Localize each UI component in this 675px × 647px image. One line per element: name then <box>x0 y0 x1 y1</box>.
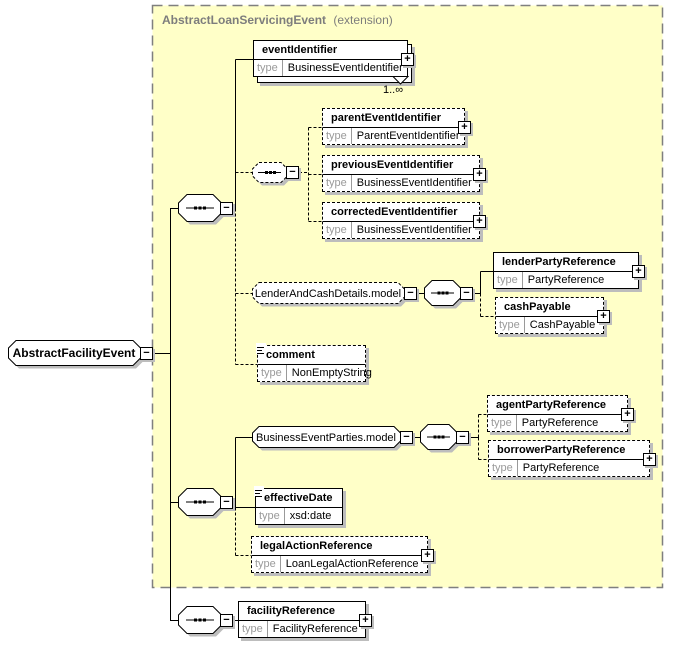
element-name: facilityReference <box>247 605 336 617</box>
type-label: type <box>254 60 283 76</box>
element-name: cashPayable <box>504 301 571 313</box>
type-label: type <box>496 317 525 333</box>
element-name: parentEventIdentifier <box>331 112 442 124</box>
model-group-label: LenderAndCashDetails.model <box>255 288 401 300</box>
root-node-abstract-facility-event[interactable]: AbstractFacilityEvent <box>8 340 145 370</box>
expand-icon[interactable]: + <box>401 53 414 66</box>
type-value: NonEmptyString <box>291 367 372 379</box>
collapse-icon[interactable]: − <box>286 166 299 179</box>
annotation-icon <box>254 486 264 497</box>
model-group-business-event-parties[interactable]: BusinessEventParties.model <box>252 426 405 452</box>
collapse-icon[interactable]: − <box>220 496 233 509</box>
expand-icon[interactable]: + <box>473 215 486 228</box>
element-name: comment <box>266 349 315 361</box>
element-parent-event-identifier[interactable]: parentEventIdentifier type ParentEventId… <box>322 108 471 145</box>
element-corrected-event-identifier[interactable]: correctedEventIdentifier type BusinessEv… <box>322 202 486 239</box>
element-legal-action-reference[interactable]: legalActionReference type LoanLegalActio… <box>251 536 434 573</box>
type-label: type <box>323 222 352 238</box>
element-previous-event-identifier[interactable]: previousEventIdentifier type BusinessEve… <box>322 155 486 192</box>
element-name: legalActionReference <box>260 540 373 552</box>
element-borrower-party-reference[interactable]: borrowerPartyReference type PartyReferen… <box>488 440 656 477</box>
type-value: CashPayable <box>529 319 596 331</box>
sequence-icon <box>178 606 226 638</box>
collapse-icon[interactable]: − <box>220 202 233 215</box>
element-comment[interactable]: comment type NonEmptyString <box>256 343 372 382</box>
element-facility-reference[interactable]: facilityReference type FacilityReference… <box>238 601 372 638</box>
optional-sequence-icon <box>252 162 292 187</box>
extension-tag: (extension) <box>333 13 393 27</box>
element-name: agentPartyReference <box>496 399 607 411</box>
collapse-icon[interactable]: − <box>140 347 153 360</box>
expand-icon[interactable]: + <box>458 121 471 134</box>
sequence-icon <box>178 194 226 226</box>
type-label: type <box>494 272 523 288</box>
collapse-icon[interactable]: − <box>456 431 469 444</box>
sequence-icon <box>420 424 461 454</box>
type-label: type <box>252 556 281 572</box>
type-value: FacilityReference <box>272 623 358 635</box>
type-label: type <box>323 128 352 144</box>
sequence-icon <box>424 280 465 310</box>
expand-icon[interactable]: + <box>473 168 486 181</box>
collapse-icon[interactable]: − <box>400 431 413 444</box>
expand-icon[interactable]: + <box>632 265 645 278</box>
model-group-label: BusinessEventParties.model <box>256 432 396 444</box>
type-value: BusinessEventIdentifier <box>287 62 403 74</box>
expand-icon[interactable]: + <box>597 310 610 323</box>
occurrence-label: 1..∞ <box>383 84 404 96</box>
occurrence-chevron-icon <box>392 76 410 85</box>
element-effective-date[interactable]: effectiveDate type xsd:date <box>254 486 343 525</box>
collapse-icon[interactable]: − <box>460 287 473 300</box>
extension-region-title: AbstractLoanServicingEvent (extension) <box>162 13 393 27</box>
sequence-icon <box>178 488 226 520</box>
expand-icon[interactable]: + <box>643 453 656 466</box>
element-event-identifier[interactable]: eventIdentifier type BusinessEventIdenti… <box>253 40 414 77</box>
element-name: borrowerPartyReference <box>497 444 626 456</box>
type-value: BusinessEventIdentifier <box>356 224 472 236</box>
element-name: previousEventIdentifier <box>331 159 454 171</box>
base-type-name: AbstractLoanServicingEvent <box>162 13 327 27</box>
type-value: LoanLegalActionReference <box>285 558 419 570</box>
type-value: BusinessEventIdentifier <box>356 177 472 189</box>
type-label: type <box>488 415 517 431</box>
type-label: type <box>489 460 518 476</box>
element-name: eventIdentifier <box>262 44 338 56</box>
type-value: ParentEventIdentifier <box>356 130 460 142</box>
element-agent-party-reference[interactable]: agentPartyReference type PartyReference … <box>487 395 634 432</box>
type-label: type <box>256 508 285 524</box>
element-name: effectiveDate <box>264 492 333 504</box>
type-label: type <box>258 365 287 381</box>
model-group-lender-and-cash-details[interactable]: LenderAndCashDetails.model <box>252 282 409 308</box>
annotation-icon <box>256 343 266 354</box>
expand-icon[interactable]: + <box>359 614 372 627</box>
type-value: PartyReference <box>521 417 599 429</box>
type-label: type <box>323 175 352 191</box>
expand-icon[interactable]: + <box>621 408 634 421</box>
element-cash-payable[interactable]: cashPayable type CashPayable + <box>495 297 610 334</box>
type-value: PartyReference <box>527 274 605 286</box>
type-label: type <box>239 621 268 637</box>
type-value: xsd:date <box>289 510 332 522</box>
collapse-icon[interactable]: − <box>220 614 233 627</box>
element-name: correctedEventIdentifier <box>331 206 458 218</box>
type-value: PartyReference <box>522 462 600 474</box>
collapse-icon[interactable]: − <box>404 287 417 300</box>
element-lender-party-reference[interactable]: lenderPartyReference type PartyReference… <box>493 252 645 289</box>
element-name: lenderPartyReference <box>502 256 616 268</box>
root-node-label: AbstractFacilityEvent <box>13 346 136 360</box>
expand-icon[interactable]: + <box>421 549 434 562</box>
